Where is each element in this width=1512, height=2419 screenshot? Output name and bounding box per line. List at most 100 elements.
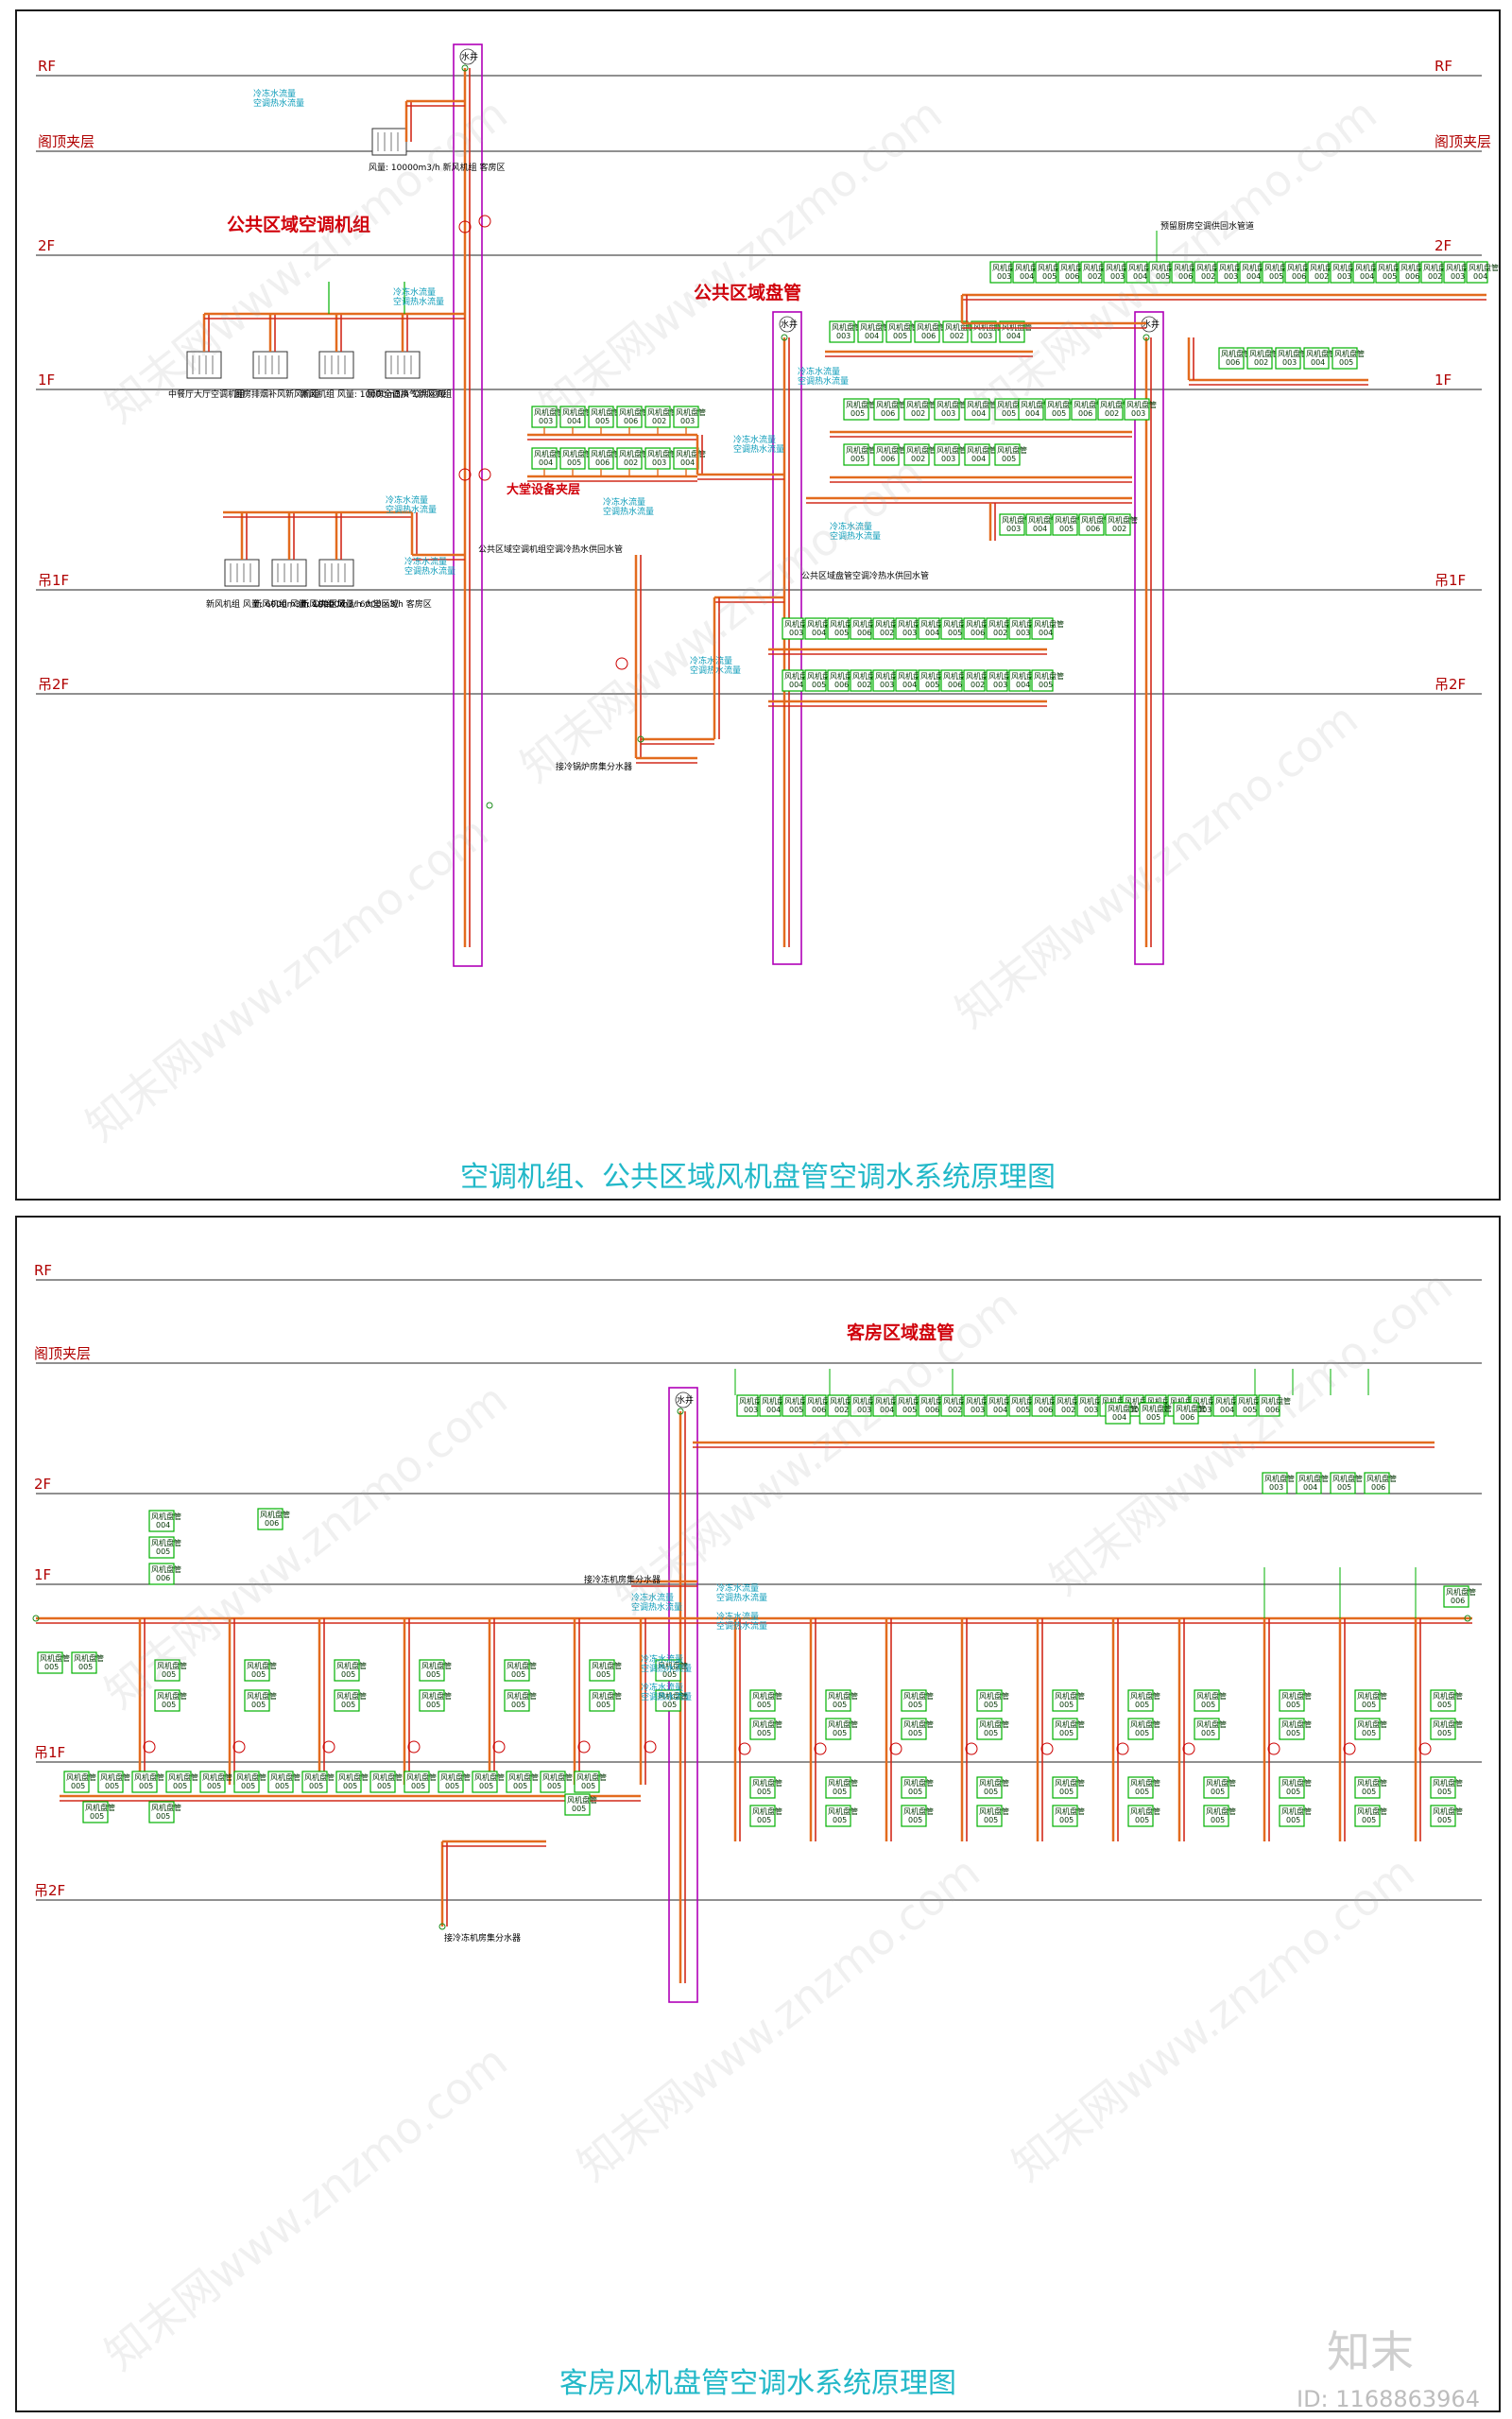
fan-coil-code: 002 [1112,525,1126,533]
fan-coil-label: 风机盘管 [1034,1396,1064,1406]
fan-coil-code: 004 [1311,358,1325,367]
fan-coil-label: 风机盘管 [992,263,1022,272]
section-marker [1343,1742,1356,1755]
section-marker [143,1740,156,1754]
fan-coil-code: 004 [1360,272,1374,281]
fan-coil-label: 风机盘管 [1433,1778,1463,1788]
fan-coil-code: 004 [971,455,986,463]
fan-coil-unit [1330,1472,1356,1495]
air-handling-unit [224,559,260,587]
fan-coil-unit [1430,1689,1456,1712]
valve-icon [461,64,469,72]
fan-coil-label: 风机盘管 [1100,400,1130,409]
fan-coil-unit [895,1394,918,1417]
fan-coil-code: 005 [275,1782,289,1790]
fan-coil-code: 006 [1292,272,1306,281]
ahu-b1-label: 新风机组 风量: 10000m3/h 大堂区域 [253,598,398,610]
fan-coil-code: 004 [567,417,581,425]
fan-coil-unit [964,398,990,421]
brand-id: ID: 1168863964 [1297,2386,1480,2412]
fan-coil-unit [1052,1689,1078,1712]
fan-coil-label: 风机盘管 [1193,1396,1223,1406]
fan-coil-label: 风机盘管 [1102,1396,1132,1406]
fan-coil-code: 005 [1362,1701,1376,1709]
riser-fcu-note: 公共区域盘管空调冷热水供回水管 [801,570,929,581]
fan-coil-label: 风机盘管 [1038,263,1068,272]
fan-coil-unit [736,1394,759,1417]
fan-coil-label: 风机盘管 [967,400,997,409]
fan-coil-code: 005 [479,1782,493,1790]
fan-coil-code: 005 [1129,1406,1143,1414]
fan-coil-unit [940,1394,963,1417]
fan-coil-unit [895,669,918,692]
level-label-right: 阁顶夹层 [1435,133,1491,150]
fan-coil-code: 005 [1156,272,1170,281]
water-well-marker [675,1391,692,1408]
fan-coil-label: 风机盘管 [1469,263,1499,272]
fan-coil-label: 风机盘管 [1310,263,1340,272]
fan-coil-unit [1008,617,1031,640]
fan-coil-code: 005 [173,1782,187,1790]
fan-coil-code: 005 [850,455,865,463]
flow-cold-label: 冷冻水流量 [603,496,645,508]
fan-coil-unit [244,1689,270,1712]
fan-coil-code: 005 [984,1816,998,1824]
fan-coil-code: 002 [1254,358,1268,367]
fan-coil-code: 005 [595,417,610,425]
fan-coil-label: 风机盘管 [591,449,621,458]
fan-coil-label: 风机盘管 [1196,1691,1227,1701]
fan-coil-code: 005 [78,1663,93,1671]
fan-coil-unit [504,1659,530,1682]
fan-coil-code: 002 [834,1406,849,1414]
fan-coil-label: 风机盘管 [807,671,837,681]
flow-hot-label: 空调热水流量 [798,375,849,387]
fan-coil-code: 006 [265,1519,279,1528]
fan-coil-unit [1031,617,1054,640]
fan-coil-code: 005 [567,458,581,467]
fan-coil-unit [1239,261,1262,284]
fan-coil-unit [942,320,969,343]
level-label-left: 吊2F [38,676,69,693]
fan-coil-unit [267,1771,294,1793]
fan-coil-unit [963,1394,986,1417]
fan-coil-code: 006 [925,1406,939,1414]
fan-coil-code: 005 [1339,358,1353,367]
fan-coil-label: 风机盘管 [1015,263,1045,272]
fan-coil-unit [976,1689,1003,1712]
fan-coil-label: 风机盘管 [1176,1404,1206,1413]
fan-coil-unit [804,1394,827,1417]
flow-hot-label: 空调热水流量 [386,504,437,515]
fan-coil-code: 004 [1473,272,1487,281]
level-label-left: 吊1F [34,1744,65,1761]
fan-coil-label: 风机盘管 [1261,1396,1291,1406]
air-handling-unit [252,351,288,379]
fan-coil-unit [1275,347,1301,370]
fan-coil-code: 004 [1220,1406,1234,1414]
fan-coil-label: 风机盘管 [920,1396,951,1406]
fan-coil-code: 004 [539,458,553,467]
fan-coil-code: 005 [251,1701,266,1709]
fan-coil-code: 005 [596,1670,610,1679]
fan-coil-unit [334,1689,360,1712]
fan-coil-unit [148,1563,175,1585]
fan-coil-code: 004 [865,332,879,340]
fan-coil-unit [901,1776,927,1799]
fan-coil-label: 风机盘管 [875,671,905,681]
fan-coil-code: 004 [902,681,917,689]
fan-coil-code: 006 [971,629,985,637]
fan-coil-code: 005 [902,1406,917,1414]
fan-coil-unit [1031,669,1054,692]
fan-coil-label: 风机盘管 [852,1396,883,1406]
fan-coil-code: 006 [624,417,638,425]
fan-coil-unit [1420,261,1443,284]
level-label-right: 吊2F [1435,676,1466,693]
fan-coil-code: 005 [241,1782,255,1790]
fan-coil-code: 004 [1039,629,1053,637]
fan-coil-code: 005 [893,332,907,340]
fan-coil-unit [1375,261,1398,284]
fan-coil-label: 风机盘管 [1423,263,1453,272]
flow-cold-label: 冷冻水流量 [830,521,872,532]
fan-coil-label: 风机盘管 [1130,1778,1160,1788]
fan-coil-code: 002 [1105,409,1119,418]
